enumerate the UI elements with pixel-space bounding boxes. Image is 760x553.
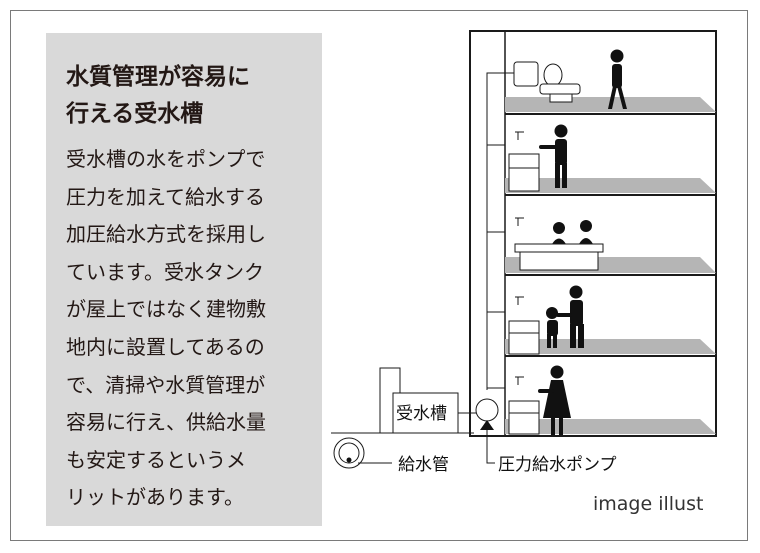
washbasin-1f bbox=[508, 376, 540, 435]
text-panel: 水質管理が容易に 行える受水槽 受水槽の水をポンプで 圧力を加えて給水する 加圧… bbox=[46, 33, 322, 526]
pump-label: 圧力給水ポンプ bbox=[498, 455, 617, 475]
kitchen-sink bbox=[508, 131, 540, 192]
body-line: で、清掃や水質管理が bbox=[66, 372, 266, 397]
image-caption: image illust bbox=[593, 493, 704, 515]
body-line: ています。受水タンク bbox=[66, 259, 264, 284]
body-line: も安定するというメ bbox=[66, 447, 246, 472]
person-woman-icon bbox=[538, 365, 571, 435]
supply-pipe-label: 給水管 bbox=[398, 455, 449, 475]
person-walking-icon bbox=[608, 49, 627, 109]
riser-pipes bbox=[486, 72, 515, 390]
parent-and-child-icon bbox=[546, 285, 584, 348]
body-line: が屋上ではなく建物敷 bbox=[66, 297, 266, 322]
pressure-pump-icon bbox=[475, 398, 499, 430]
pump-leader bbox=[486, 433, 495, 464]
title-line: 行える受水槽 bbox=[66, 101, 204, 127]
person-washing-icon bbox=[539, 124, 568, 188]
body-line: 容易に行え、供給水量 bbox=[66, 410, 266, 435]
bathtub bbox=[514, 217, 604, 271]
floor-2 bbox=[505, 339, 716, 357]
panel-body: 受水槽の水をポンプで 圧力を加えて給水する 加圧給水方式を採用し ています。受水… bbox=[66, 141, 316, 517]
tank-label: 受水槽 bbox=[396, 404, 447, 424]
building-outline bbox=[469, 30, 717, 437]
body-line: 地内に設置してあるの bbox=[66, 334, 265, 359]
outer-frame bbox=[10, 10, 748, 541]
body-line: 圧力を加えて給水する bbox=[66, 184, 265, 209]
body-line: リットがあります。 bbox=[66, 485, 244, 510]
body-line: 加圧給水方式を採用し bbox=[66, 222, 266, 247]
water-main-icon bbox=[333, 437, 365, 469]
receiving-tank bbox=[392, 392, 459, 434]
panel-title: 水質管理が容易に 行える受水槽 bbox=[66, 59, 316, 133]
floor-1 bbox=[505, 419, 716, 434]
body-line: 受水槽の水をポンプで bbox=[66, 147, 266, 171]
title-line: 水質管理が容易に bbox=[66, 64, 250, 90]
toilet-room bbox=[513, 61, 581, 103]
washbasin-2f bbox=[508, 296, 540, 355]
